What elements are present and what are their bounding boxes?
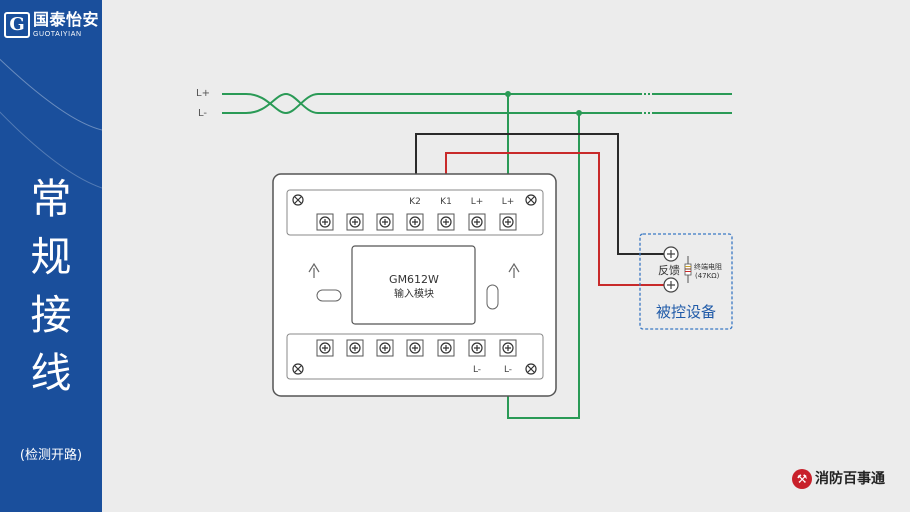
module-label-panel (351, 245, 476, 325)
brand-logo-icon: G (4, 12, 30, 38)
bottom-terminal-label-lminus-1: L- (473, 365, 481, 375)
top-terminal-screw (376, 213, 394, 231)
fire-safety-icon: ⚒ (792, 469, 812, 489)
device-terminal-screw-1 (663, 246, 679, 262)
top-terminal-screw (499, 213, 517, 231)
mount-screw (525, 363, 537, 375)
bus-lines: L+ L- (196, 88, 732, 119)
wire-k1-red (445, 152, 666, 286)
arrow-up-icon (308, 262, 320, 278)
brand-logo: G 国泰怡安 GUOTAIYIAN (4, 10, 102, 44)
resistor-value: (47KΩ) (695, 272, 720, 280)
top-terminal-screw (468, 213, 486, 231)
footer-brand-text: 消防百事通 (815, 471, 885, 487)
arrow-up-icon (508, 262, 520, 278)
bus-wire-positive (222, 93, 640, 115)
mount-screw (525, 194, 537, 206)
footer-logo: ⚒ 消防百事通 (792, 467, 904, 491)
module-description: 输入模块 (394, 287, 434, 300)
mounting-slot-vertical (486, 284, 499, 310)
device-name: 被控设备 (656, 303, 716, 321)
sidebar: G 国泰怡安 GUOTAIYIAN 常 规 接 线 (检测开路) (0, 0, 102, 512)
brand-name: 国泰怡安 (33, 10, 100, 29)
bottom-terminal-label-lminus-2: L- (504, 365, 512, 375)
top-terminal-screw (437, 213, 455, 231)
page-title: 常 规 接 线 (30, 175, 72, 397)
bus-label-negative: L- (198, 108, 207, 119)
bottom-terminal-screw (346, 339, 364, 357)
mount-screw (292, 363, 304, 375)
mounting-slot-horizontal (316, 289, 342, 302)
page-subtitle: (检测开路) (19, 448, 83, 463)
bus-wire-negative (222, 92, 640, 114)
top-terminal-screw (346, 213, 364, 231)
bottom-terminal-screw (406, 339, 424, 357)
sidebar-decoration (0, 58, 102, 189)
bottom-terminal-screw (316, 339, 334, 357)
top-terminal-label-k2: K2 (409, 197, 421, 207)
top-terminal-screw (406, 213, 424, 231)
device-boundary (639, 233, 733, 330)
wire-k2-black (415, 133, 666, 255)
resistor-icon (684, 263, 692, 276)
module-model: GM612W (389, 273, 439, 286)
brand-name-english: GUOTAIYIAN (33, 31, 82, 38)
bus-label-positive: L+ (196, 88, 210, 99)
bottom-terminal-screw (437, 339, 455, 357)
resistor-label: 终端电阻 (694, 262, 722, 271)
mount-screw (292, 194, 304, 206)
top-terminal-screw (316, 213, 334, 231)
bottom-terminal-screw (376, 339, 394, 357)
bottom-terminal-screw (499, 339, 517, 357)
controlled-device: 反馈 终端电阻 (47KΩ) 被控设备 (639, 233, 733, 330)
bottom-terminal-screw (468, 339, 486, 357)
top-terminal-label-lplus-2: L+ (502, 197, 515, 207)
device-terminal-screw-2 (663, 277, 679, 293)
top-terminal-label-lplus-1: L+ (471, 197, 484, 207)
top-terminal-label-k1: K1 (440, 197, 452, 207)
device-feedback-label: 反馈 (658, 264, 680, 277)
input-module: K2 K1 L+ L+ L- L- GM612W 输入模块 (272, 173, 557, 397)
